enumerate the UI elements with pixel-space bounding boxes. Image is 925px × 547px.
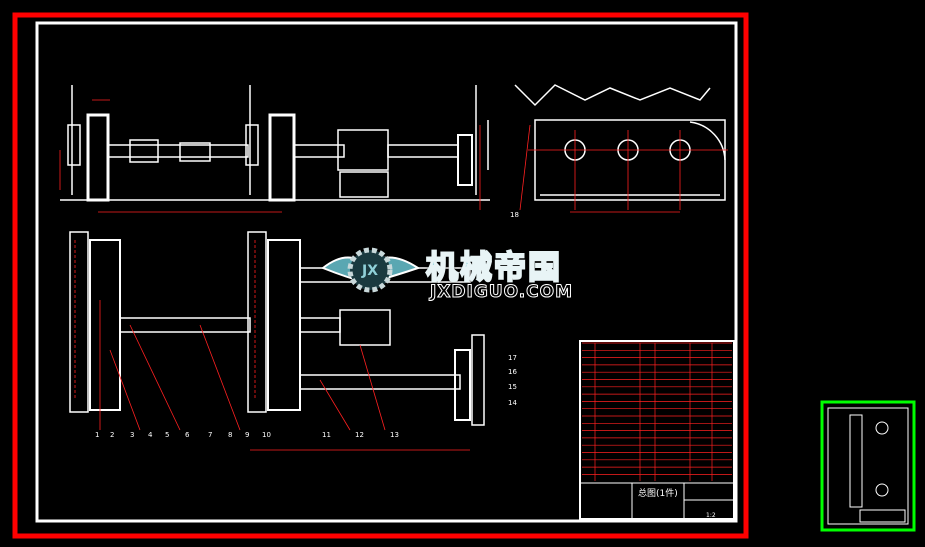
watermark-chinese: 机械帝国 bbox=[425, 247, 563, 287]
part-number-2: 2 bbox=[110, 431, 114, 439]
part-number-6: 6 bbox=[185, 431, 190, 439]
title-block-scale: 1:2 bbox=[706, 512, 716, 519]
part-number-13: 13 bbox=[390, 431, 399, 439]
part-number-14: 14 bbox=[508, 399, 517, 407]
front-elevation-view bbox=[60, 85, 490, 202]
part-number-18: 18 bbox=[510, 211, 519, 219]
overview-thumbnail[interactable] bbox=[820, 400, 916, 532]
part-number-5: 5 bbox=[165, 431, 169, 439]
part-number-8: 8 bbox=[228, 431, 232, 439]
plan-view-leaders bbox=[74, 240, 470, 451]
title-block-name: 总图(1件) bbox=[638, 489, 678, 499]
part-number-16: 16 bbox=[508, 368, 517, 376]
part-number-1: 1 bbox=[95, 431, 99, 439]
part-number-10: 10 bbox=[262, 431, 271, 439]
drawing-border bbox=[35, 21, 738, 523]
logo-letters: JX bbox=[361, 263, 378, 279]
side-view bbox=[514, 84, 726, 201]
dimension-lines bbox=[59, 99, 680, 213]
watermark-domain: JXDIGUO.COM bbox=[429, 282, 574, 303]
winged-gear-logo-icon: JX bbox=[321, 247, 421, 293]
part-number-9: 9 bbox=[245, 431, 249, 439]
side-view-centerlines bbox=[528, 130, 728, 210]
part-number-7: 7 bbox=[208, 431, 212, 439]
watermark: JX 机械帝国 JXDIGUO.COM bbox=[318, 238, 618, 304]
bill-of-materials-table bbox=[579, 340, 735, 520]
part-number-11: 11 bbox=[322, 431, 331, 439]
part-number-15: 15 bbox=[508, 383, 517, 391]
part-number-4: 4 bbox=[148, 431, 153, 439]
part-number-17: 17 bbox=[508, 354, 517, 362]
part-number-12: 12 bbox=[355, 431, 364, 439]
part-number-3: 3 bbox=[130, 431, 134, 439]
sheet-frame bbox=[12, 12, 749, 539]
